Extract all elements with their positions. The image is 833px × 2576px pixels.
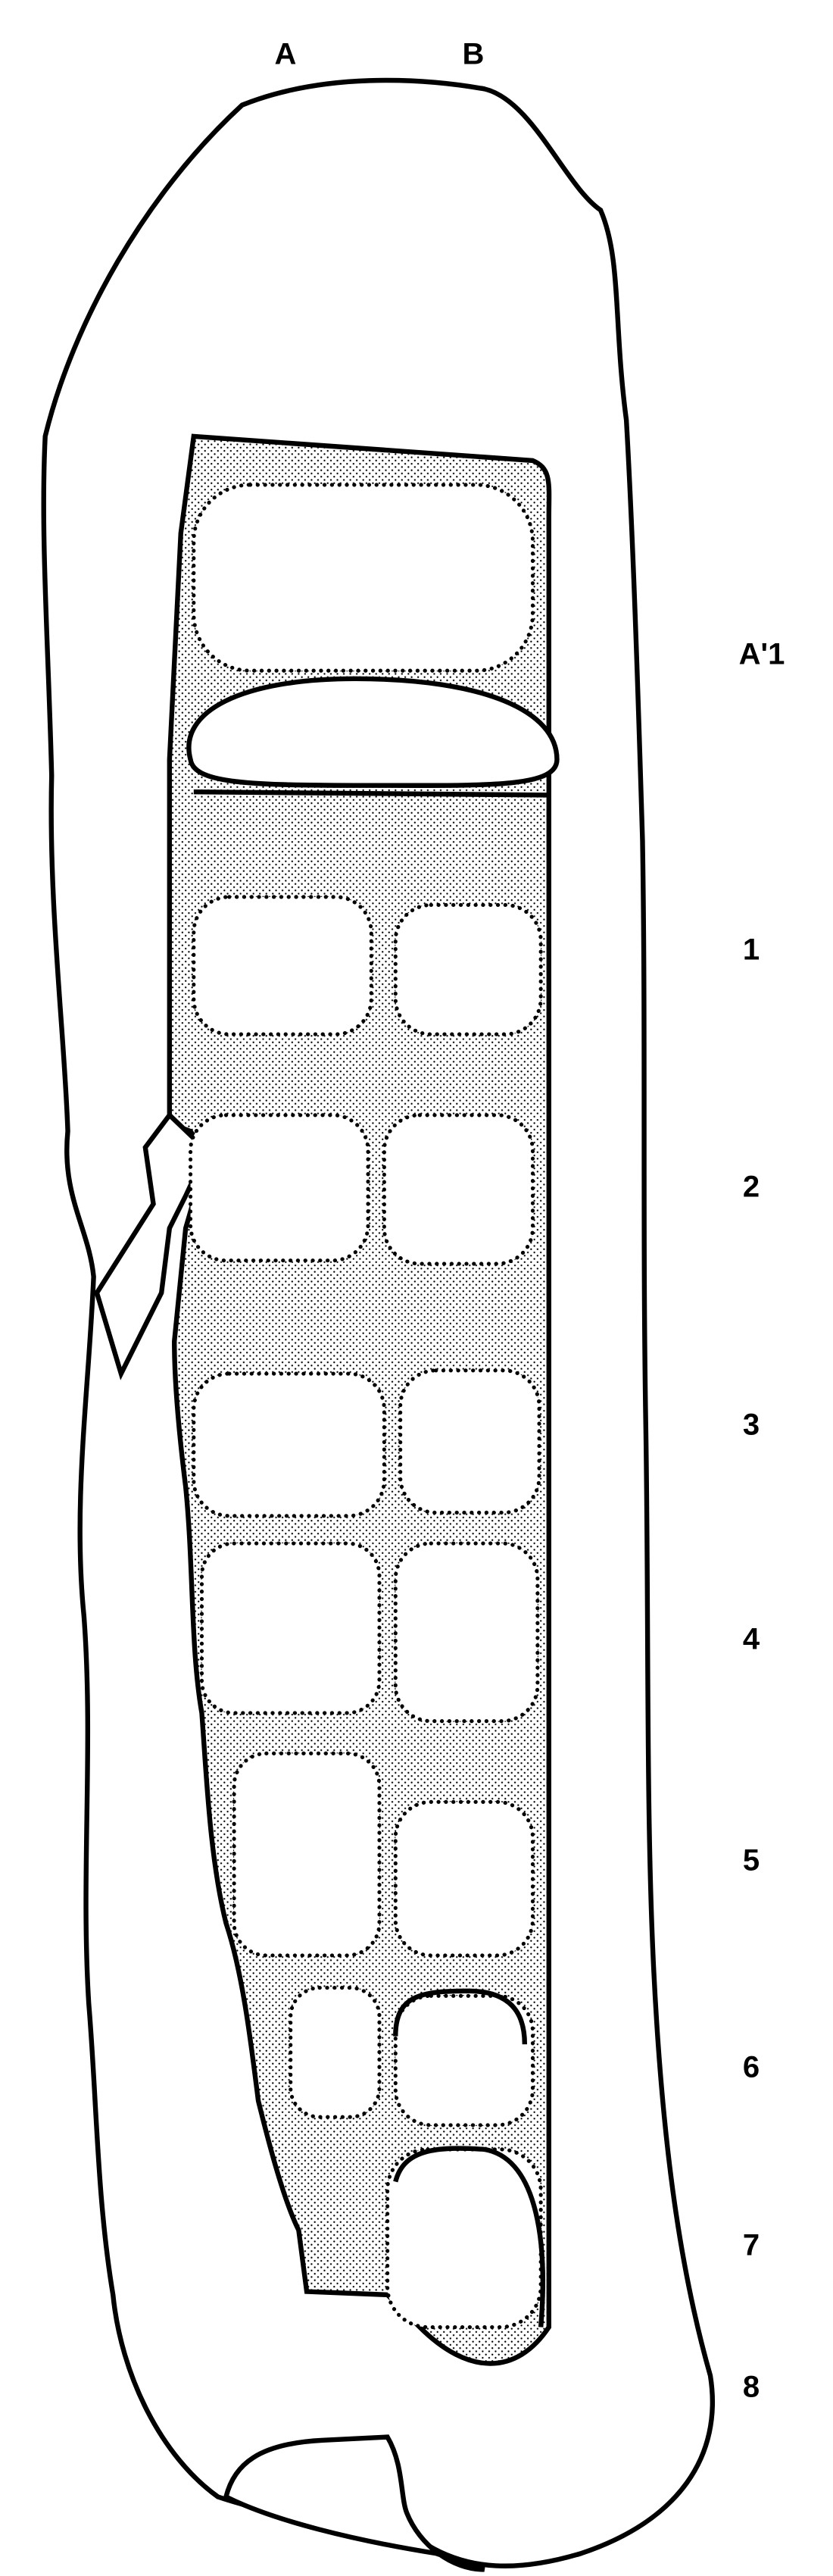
column-label-b: B — [462, 37, 485, 71]
row-label-5: 5 — [742, 1843, 760, 1877]
row-label-8: 8 — [742, 2370, 760, 2404]
glyph-blocks — [188, 483, 543, 2330]
solid-glyph-outlines — [193, 789, 549, 2327]
row-label-2: 2 — [742, 1170, 760, 1204]
row-label-6: 6 — [742, 2050, 760, 2084]
row-label-7: 7 — [742, 2228, 760, 2262]
oval-cartouche — [186, 676, 560, 788]
row-label-3: 3 — [742, 1408, 760, 1442]
row-label-a1: A'1 — [738, 637, 785, 671]
row-label-4: 4 — [742, 1622, 760, 1656]
bottom-fragment — [223, 2434, 485, 2572]
notch — [94, 1111, 210, 1380]
row-label-1: 1 — [742, 933, 760, 967]
column-label-a: A — [274, 37, 297, 71]
